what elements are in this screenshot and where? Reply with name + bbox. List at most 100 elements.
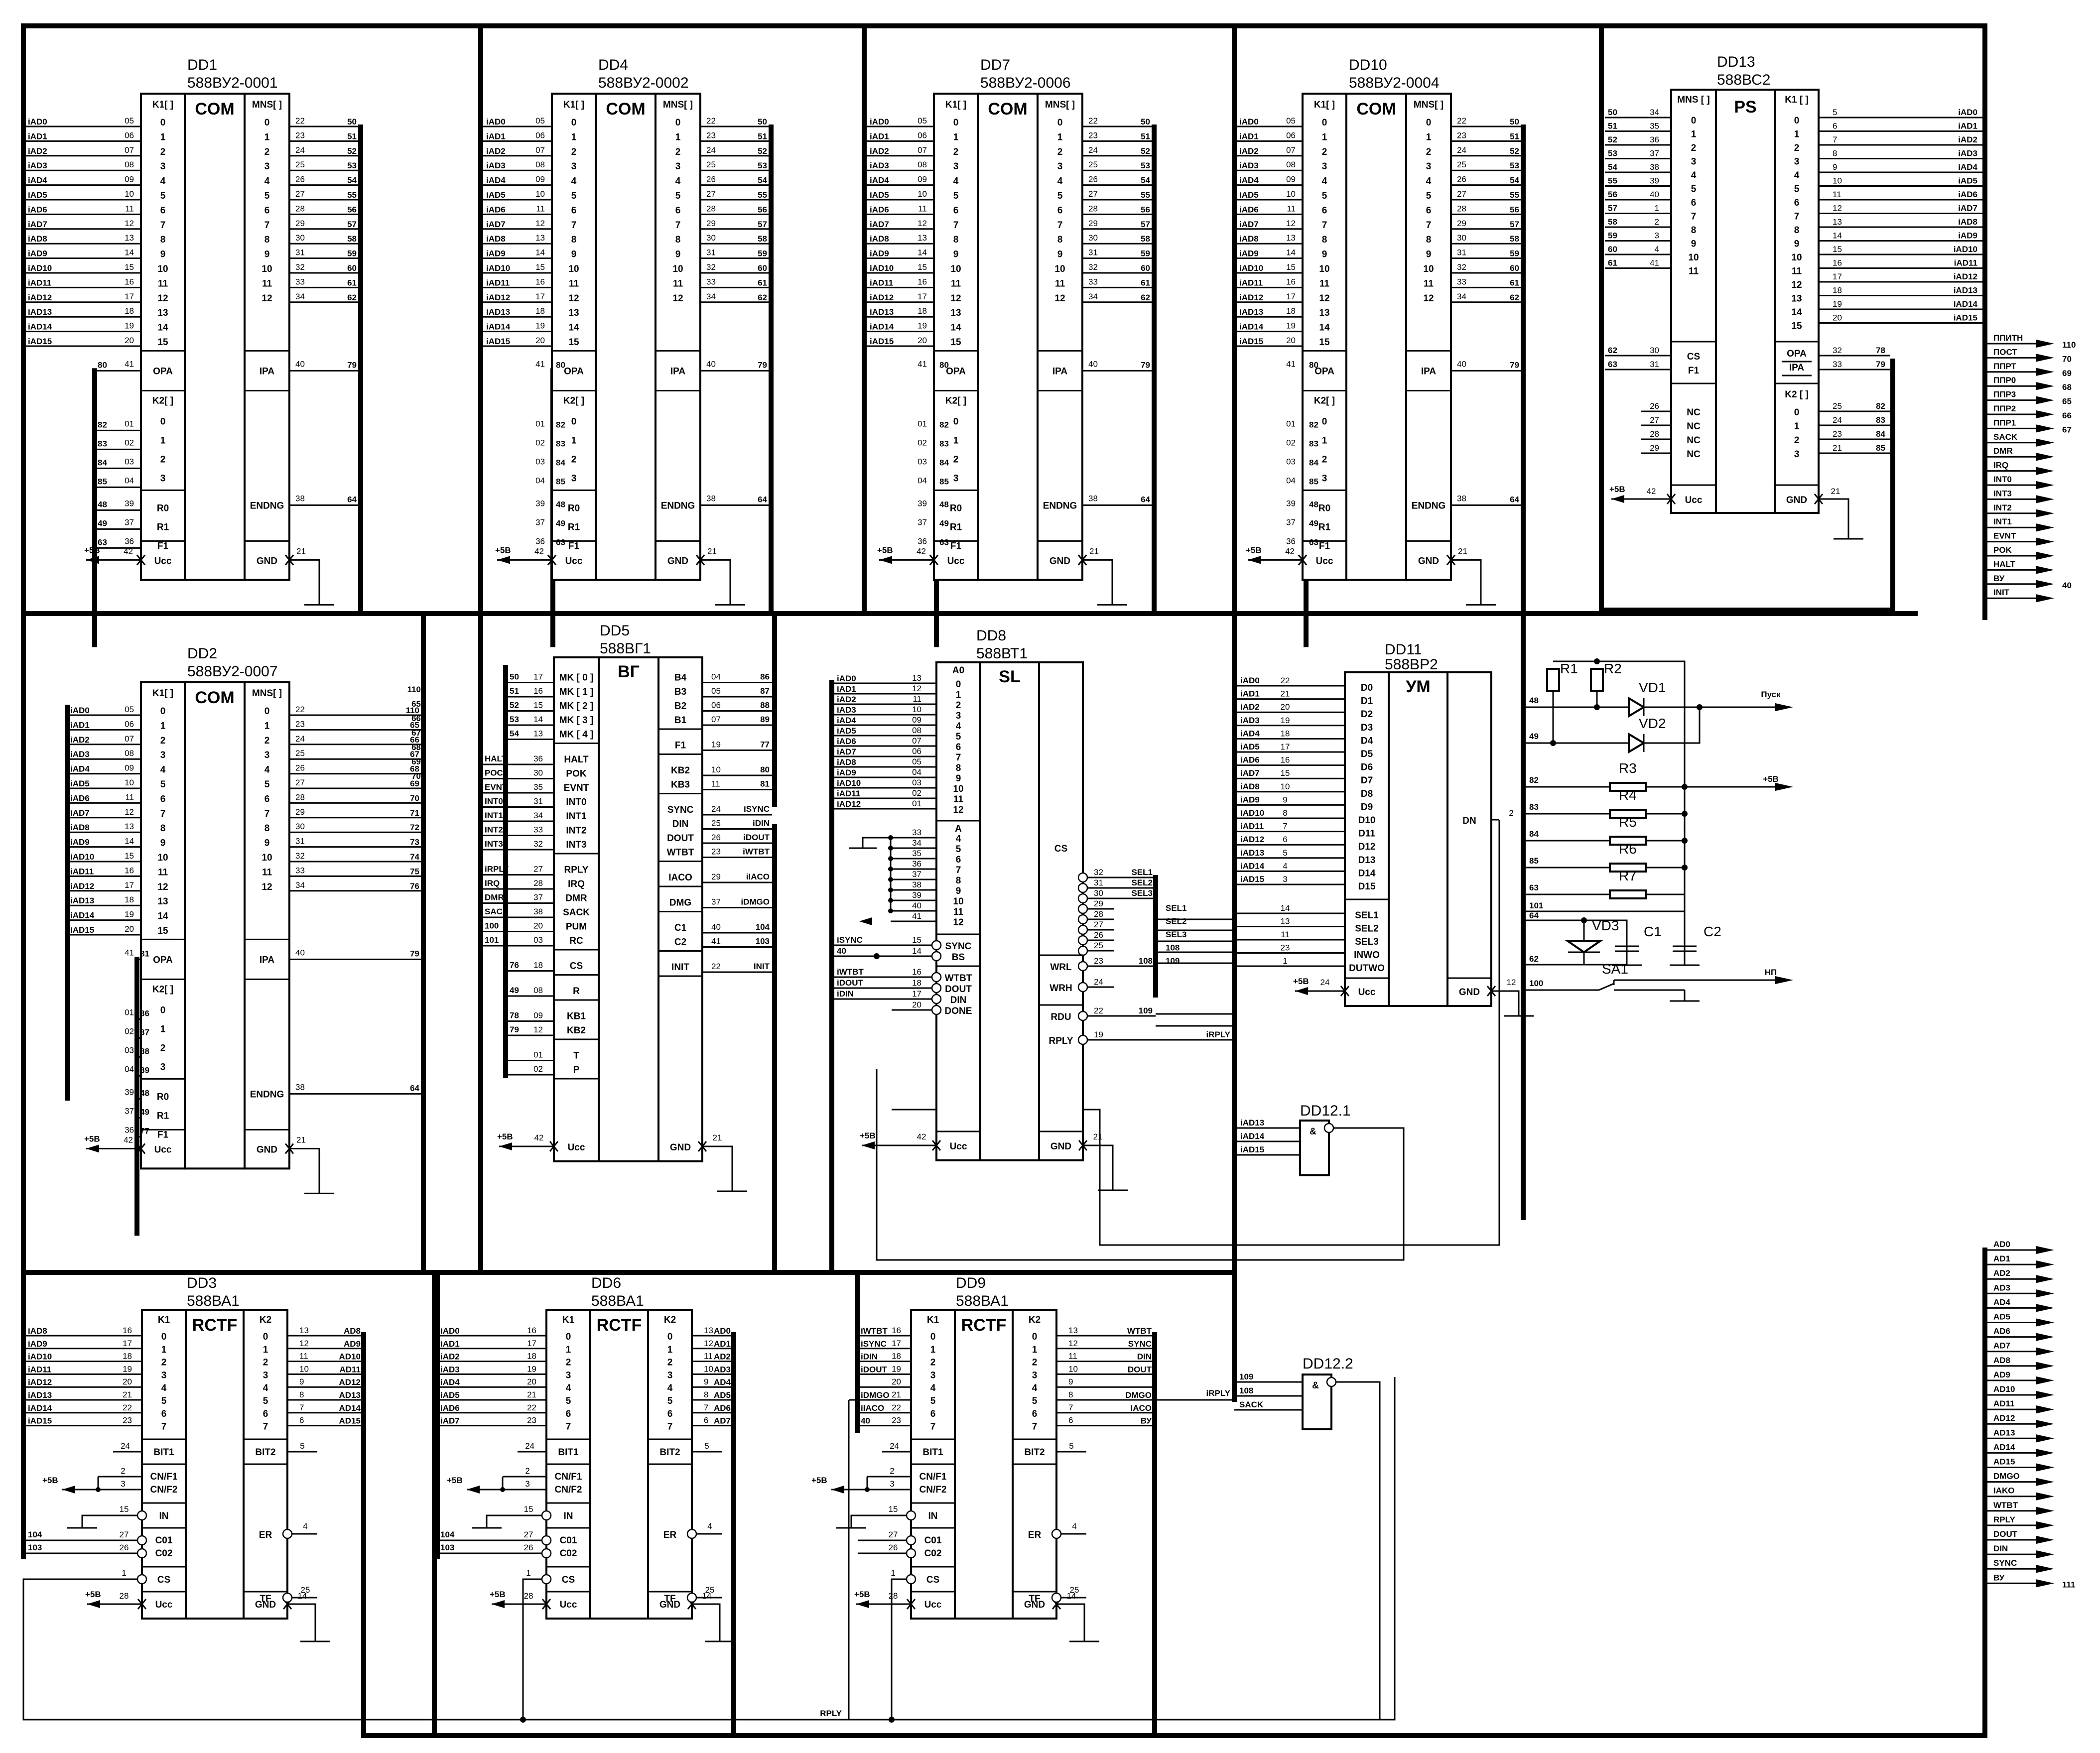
pin-number: 37 <box>711 897 721 907</box>
net-label: iAD13 <box>486 307 510 317</box>
pin-number: 17 <box>1281 742 1290 751</box>
pin-number: 39 <box>918 499 927 508</box>
pin-name: 12 <box>157 882 168 892</box>
pin-name: 0 <box>263 1332 268 1342</box>
net-label: 67 <box>410 750 419 759</box>
chip-body <box>954 1309 1014 1620</box>
gate-ref: DD12.1 <box>1300 1103 1351 1119</box>
pin-number: 39 <box>125 499 134 508</box>
pin-number: 28 <box>120 1591 129 1601</box>
net-label: AD15 <box>339 1416 361 1426</box>
pin-number: 12 <box>1286 219 1296 228</box>
wire <box>862 837 891 848</box>
pin-number: 24 <box>706 145 716 155</box>
pin-number: 24 <box>1094 977 1103 987</box>
pin-name: F1 <box>950 541 962 551</box>
pin-name: 5 <box>571 191 577 201</box>
pin-number: 05 <box>535 116 545 125</box>
net-label: 84 <box>98 458 107 467</box>
net-label: iAD0 <box>1240 676 1260 685</box>
net-label: 50 <box>758 117 767 126</box>
pin-number: 11 <box>1281 930 1290 939</box>
pin-number: 14 <box>918 248 927 257</box>
pin-number: 20 <box>1833 313 1842 323</box>
pin-number: 20 <box>535 336 545 345</box>
pin-name: DMG <box>669 898 691 908</box>
net-label: 63 <box>98 537 107 547</box>
pin-name: MK [ 2 ] <box>559 701 594 712</box>
net-label: iAD15 <box>1240 1145 1264 1154</box>
pin-number: 18 <box>123 1352 132 1361</box>
pin-number: 32 <box>1833 346 1842 355</box>
net-label: iIACO <box>861 1403 884 1413</box>
net-label: iAD4 <box>1958 162 1977 172</box>
pin-number: 26 <box>711 833 721 842</box>
pin-x-mark <box>136 554 146 566</box>
pin-name: 3 <box>264 161 270 172</box>
pin-number: 13 <box>125 233 134 243</box>
pin-number: 41 <box>711 937 721 946</box>
pin-number: 12 <box>533 1025 543 1034</box>
net-label: iAD2 <box>1958 135 1977 144</box>
pin-number: 09 <box>125 763 134 773</box>
pin-number: 06 <box>125 719 134 729</box>
pin-number: 10 <box>1281 782 1290 791</box>
pin-x-mark <box>137 1599 147 1610</box>
net-label: 66 <box>411 714 421 723</box>
pin-number: 22 <box>527 1403 536 1412</box>
pin-name: 5 <box>263 1396 268 1406</box>
pin-name: 2 <box>160 736 166 746</box>
net-label: iAD1 <box>1239 131 1259 141</box>
pin-number: 12 <box>1507 978 1516 987</box>
wire <box>289 1147 320 1194</box>
port-header: MNS[ ] <box>252 688 282 699</box>
pin-name: GND <box>257 556 277 566</box>
pin-name: IPA <box>260 955 275 965</box>
net-label: iAD13 <box>870 307 894 317</box>
net-label: 55 <box>758 190 767 200</box>
pin-number: 27 <box>120 1530 129 1539</box>
pin-number: 16 <box>1286 277 1296 286</box>
pin-name: 10 <box>157 853 168 863</box>
power-label: +5B <box>42 1476 58 1485</box>
net-label: AD6 <box>714 1403 731 1413</box>
pin-name: R1 <box>568 522 580 532</box>
net-label: iAD10 <box>1954 245 1977 254</box>
pin-name: D13 <box>1358 855 1376 866</box>
net-label: 78 <box>510 1011 519 1020</box>
pin-number: 37 <box>125 517 134 527</box>
net-label: iAD4 <box>28 176 47 185</box>
net-label: 48 <box>939 500 949 509</box>
pin-number: 04 <box>918 476 927 485</box>
wire <box>1056 1603 1085 1641</box>
pin-number: 8 <box>704 1390 708 1399</box>
inversion-bubble <box>282 1592 293 1603</box>
net-label: 108 <box>1239 1386 1253 1395</box>
chip-ref: DD5 <box>600 623 630 639</box>
pin-name: 4 <box>566 1383 571 1393</box>
resistor-icon <box>1546 668 1560 692</box>
port-header: MNS[ ] <box>663 100 693 110</box>
diode-icon <box>1565 940 1603 954</box>
pin-number: 01 <box>918 419 927 428</box>
pin-number: 33 <box>295 866 305 875</box>
pin-name: R1 <box>1318 522 1331 532</box>
pin-number: 21 <box>1281 689 1290 699</box>
pin-name: BS <box>952 952 965 963</box>
net-label: iAD15 <box>1239 337 1263 346</box>
net-label: 77 <box>140 1126 149 1135</box>
pin-name: 3 <box>956 711 961 721</box>
net-label: DOUT <box>1128 1365 1152 1374</box>
pin-name: 2 <box>160 454 166 465</box>
arrow-left-icon <box>1248 556 1261 564</box>
pin-number: 32 <box>295 851 305 861</box>
pin-name: MK [ 4 ] <box>559 730 594 740</box>
pin-name: 6 <box>675 205 681 216</box>
pin-name: 14 <box>157 911 168 922</box>
pin-name: 6 <box>667 1409 673 1419</box>
pin-name: 6 <box>566 1409 571 1419</box>
net-label: 48 <box>98 500 107 509</box>
pin-name: TF <box>1029 1594 1040 1604</box>
net-label: iDMGO <box>741 897 770 907</box>
net-label: 63 <box>1309 537 1318 547</box>
